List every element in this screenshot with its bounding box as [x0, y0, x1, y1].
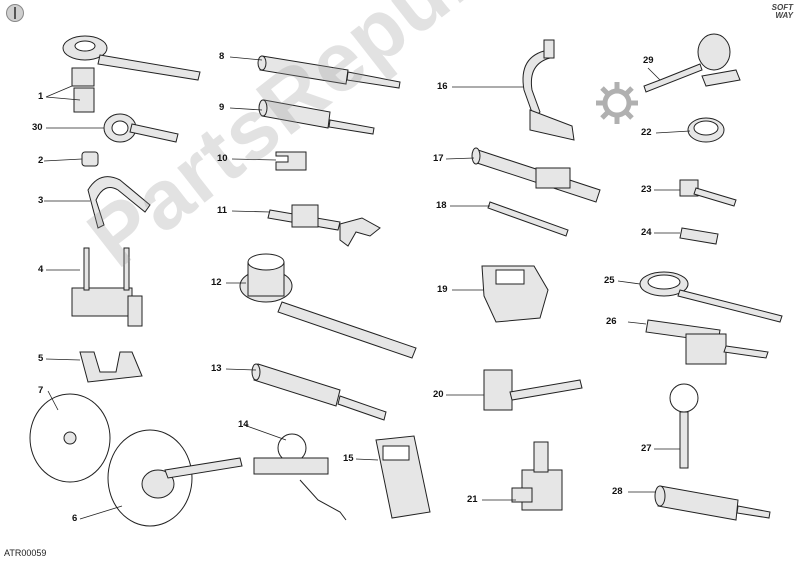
tool-28-drift: [654, 485, 771, 521]
callout-13: 13: [211, 363, 222, 374]
callout-15: 15: [343, 453, 354, 464]
tool-23-adapter: [679, 179, 737, 207]
callout-3: 3: [38, 195, 44, 206]
callout-22: 22: [641, 127, 652, 138]
callout-20: 20: [433, 389, 444, 400]
callout-6: 6: [72, 513, 78, 524]
tool-13-drift: [251, 363, 387, 421]
callout-16: 16: [437, 81, 448, 92]
tool-11-t-puller: [267, 204, 381, 247]
callout-27: 27: [641, 443, 652, 454]
tool-17-puller: [471, 147, 601, 203]
gear-icon: [596, 82, 638, 124]
callout-24: 24: [641, 227, 652, 238]
tool-27-bore-gauge: [669, 383, 699, 469]
callout-5: 5: [38, 353, 44, 364]
callout-1: 1: [38, 91, 44, 102]
callout-14: 14: [238, 419, 249, 430]
tool-4-bracket: [71, 247, 143, 327]
tool-2-nut: [81, 151, 99, 167]
callout-9: 9: [219, 102, 225, 113]
callout-4: 4: [38, 264, 44, 275]
callout-28: 28: [612, 486, 623, 497]
callout-29: 29: [643, 55, 654, 66]
brand-bottom: WAY: [775, 11, 793, 20]
callout-2: 2: [38, 155, 44, 166]
callout-8: 8: [219, 51, 225, 62]
diagram-code: ATR00059: [4, 548, 47, 558]
tool-19-meter: [481, 265, 549, 323]
tool-22-ring: [687, 117, 725, 143]
callout-17: 17: [433, 153, 444, 164]
callout-18: 18: [436, 200, 447, 211]
brand-top: SOFT: [771, 3, 793, 12]
tool-3-hook: [87, 176, 151, 229]
tool-14-dial-gauge: [253, 433, 347, 521]
tool-5-plate: [79, 351, 143, 383]
callout-19: 19: [437, 284, 448, 295]
callout-26: 26: [606, 316, 617, 327]
tool-15-tester: [375, 435, 431, 519]
callout-30: 30: [32, 122, 43, 133]
tool-26-holder: [645, 319, 769, 365]
wrench-circle-icon: [6, 4, 24, 22]
tool-12-socket-wrench: [239, 253, 417, 359]
callout-7: 7: [38, 385, 44, 396]
callout-21: 21: [467, 494, 478, 505]
tool-16-c-clamp: [522, 39, 575, 141]
callout-25: 25: [604, 275, 615, 286]
tool-7-degree-wheel: [29, 393, 111, 483]
callout-12: 12: [211, 277, 222, 288]
tool-9-drift: [258, 99, 375, 135]
tool-10-gauge: [275, 151, 307, 171]
tool-6-timing-disc: [107, 429, 243, 527]
leader-lines: [43, 56, 691, 520]
tool-18-pin: [487, 201, 569, 237]
softway-logo: SOFT WAY: [745, 4, 793, 20]
tool-20-bracket-tool: [483, 369, 583, 411]
callout-23: 23: [641, 184, 652, 195]
tool-29-flywheel-puller: [643, 33, 741, 93]
tool-1-pin-wrench: [62, 35, 201, 113]
callout-10: 10: [217, 153, 228, 164]
tool-25-ring-spanner: [639, 271, 783, 323]
tool-21-press: [511, 441, 563, 511]
tool-24-plug: [679, 227, 719, 245]
tool-30-ring-spanner: [103, 113, 179, 143]
callout-11: 11: [217, 205, 228, 216]
tool-8-drift: [257, 55, 401, 89]
